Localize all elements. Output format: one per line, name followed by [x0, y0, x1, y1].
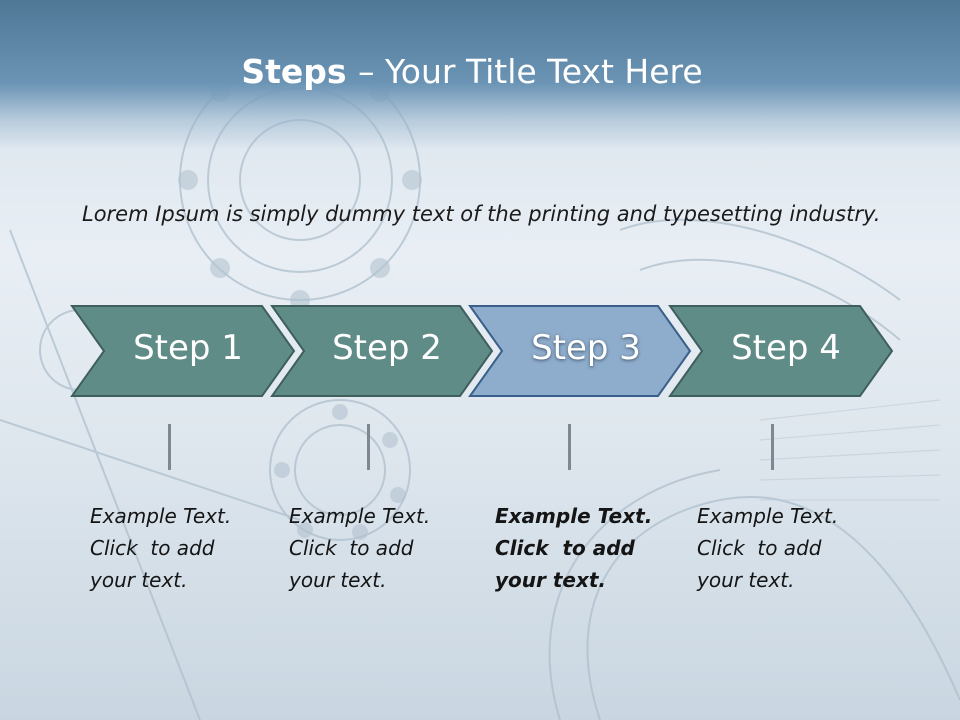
step-1-caption[interactable]: Example Text. Click to add your text. [90, 500, 260, 596]
step-4-caption[interactable]: Example Text. Click to add your text. [697, 500, 867, 596]
caption-line: your text. [495, 568, 607, 592]
caption-line: Example Text. [697, 504, 839, 528]
caption-line: Click to add [289, 536, 414, 560]
title-bold: Steps [241, 52, 359, 91]
caption-line: Click to add [697, 536, 822, 560]
step-3-connector [568, 424, 571, 470]
caption-line: your text. [697, 568, 795, 592]
slide-title[interactable]: Steps – Your Title Text Here [0, 52, 944, 91]
caption-line: Example Text. [495, 504, 653, 528]
step-3-chevron[interactable] [468, 305, 692, 397]
step-2-connector [367, 424, 370, 470]
step-1-chevron[interactable] [70, 305, 296, 397]
intro-text[interactable]: Lorem Ipsum is simply dummy text of the … [82, 202, 881, 226]
step-2-label: Step 2 [332, 328, 442, 368]
step-4-label: Step 4 [731, 328, 841, 368]
caption-line: your text. [289, 568, 387, 592]
step-3-caption[interactable]: Example Text. Click to add your text. [495, 500, 665, 596]
step-2-chevron[interactable] [270, 305, 494, 397]
step-4-connector [771, 424, 774, 470]
step-1-connector [168, 424, 171, 470]
step-3-label: Step 3 [531, 328, 641, 368]
caption-line: Click to add [495, 536, 635, 560]
title-band [0, 0, 960, 150]
caption-line: Example Text. [90, 504, 232, 528]
caption-line: Click to add [90, 536, 215, 560]
title-rest: – Your Title Text Here [358, 52, 703, 91]
step-2-caption[interactable]: Example Text. Click to add your text. [289, 500, 459, 596]
step-1-label: Step 1 [133, 328, 243, 368]
caption-line: Example Text. [289, 504, 431, 528]
caption-line: your text. [90, 568, 188, 592]
step-4-chevron[interactable] [668, 305, 894, 397]
